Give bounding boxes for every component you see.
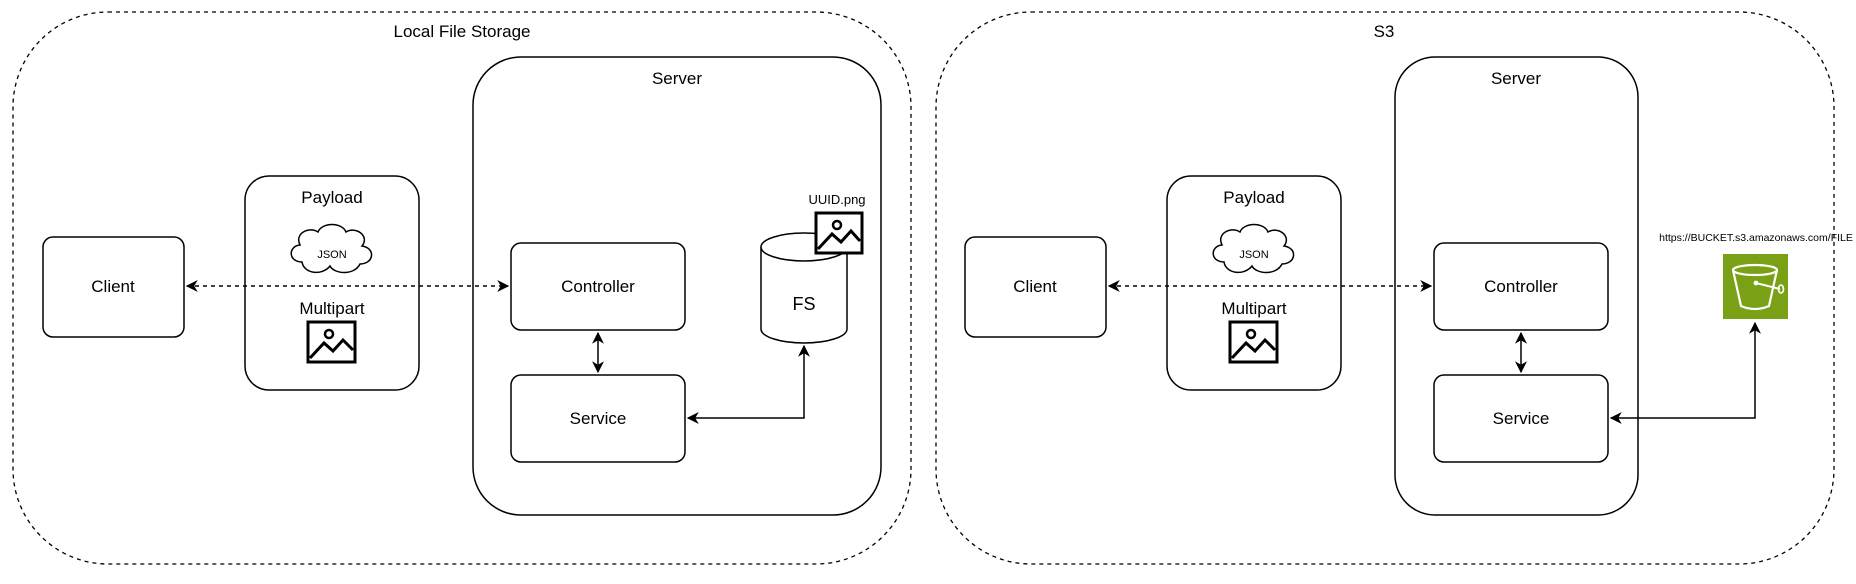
json-label: JSON [1239,249,1268,261]
service-bucket-connector [1609,321,1761,424]
cloud-icon [290,223,373,274]
cloud-icon [1212,223,1295,274]
service-label: Service [1493,409,1550,428]
fs-label: FS [792,294,815,314]
server-node: Server Controller Service [1394,56,1639,516]
payload-title: Payload [1223,188,1284,207]
payload-title: Payload [301,188,362,207]
client-box [42,236,185,338]
service-fs-connector [686,344,810,424]
controller-box [510,242,686,331]
client-label: Client [91,277,135,296]
client-label: Client [1013,277,1057,296]
controller-label: Controller [561,277,635,296]
service-box [1433,374,1609,463]
controller-box [1433,242,1609,331]
server-node: Server Controller Service FS UUID.png [472,56,882,516]
payload-node: Payload JSON Multipart [244,175,420,391]
file-image-icon [814,211,864,255]
panel-title: S3 [1374,22,1395,41]
image-icon [306,320,357,364]
payload-node: Payload JSON Multipart [1166,175,1342,391]
image-icon [1228,320,1279,364]
s3-panel: S3 Client Payload JSON Multipart Server … [935,11,1853,565]
service-label: Service [570,409,627,428]
multipart-label: Multipart [1221,299,1286,318]
server-title: Server [652,69,702,88]
server-title: Server [1491,69,1541,88]
client-box [964,236,1107,338]
file-name-label: UUID.png [808,192,865,207]
client-node: Client [42,236,185,338]
panel-frame [935,11,1835,565]
local-file-storage-panel: Local File Storage Client Payload JSON M… [12,11,912,565]
service-box [510,374,686,463]
panel-title: Local File Storage [393,22,530,41]
bucket-url-label: https://BUCKET.s3.amazonaws.com/FILE [1659,232,1853,244]
panel-frame [12,11,912,565]
controller-label: Controller [1484,277,1558,296]
client-node: Client [964,236,1107,338]
s3-bucket-icon [1723,254,1788,319]
multipart-label: Multipart [299,299,364,318]
json-label: JSON [317,249,346,261]
